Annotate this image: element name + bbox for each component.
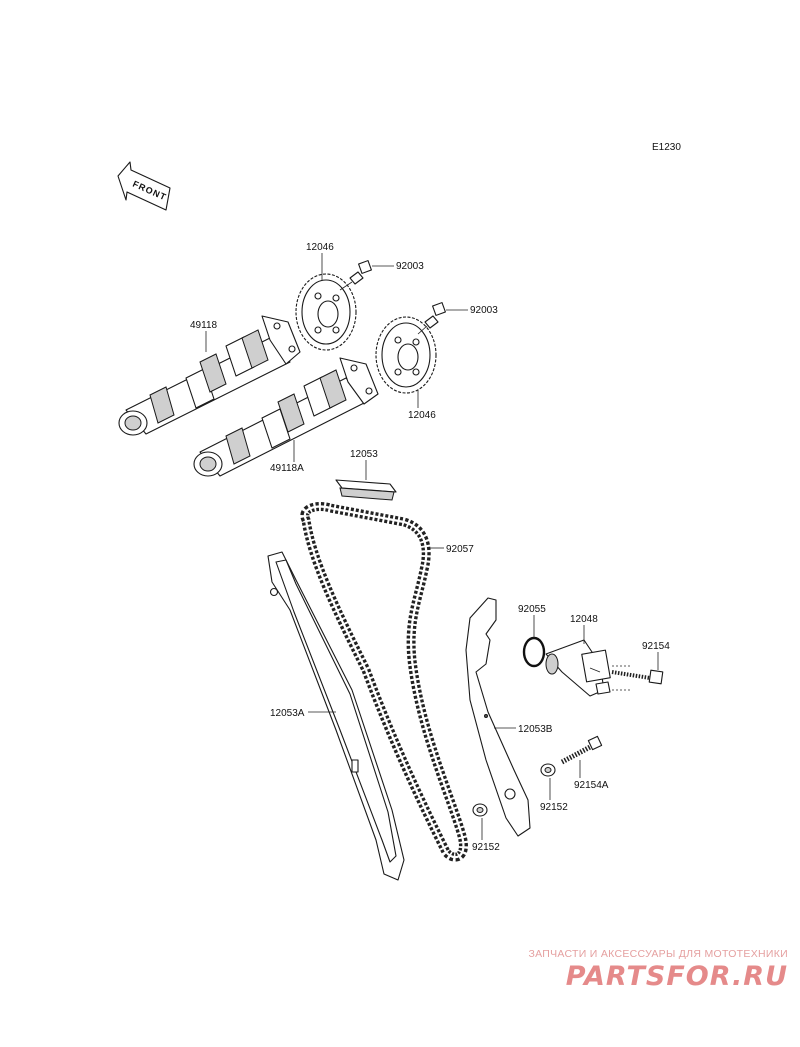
watermark-tagline: ЗАПЧАСТИ И АКСЕССУАРЫ ДЛЯ МОТОТЕХНИКИ (528, 948, 788, 960)
label-collar-right: 92152 (540, 802, 568, 813)
label-sprocket-lower: 12046 (408, 410, 436, 421)
oring-part (522, 636, 546, 668)
tensioner-part (545, 639, 611, 697)
guide-right-part (465, 597, 531, 837)
label-guide-left: 12053A (270, 708, 305, 719)
label-guide-right: 12053B (518, 724, 553, 735)
collar-left-part (472, 803, 488, 817)
label-camshaft-a: 49118A (270, 463, 304, 474)
label-bolt-mid: 92003 (470, 305, 498, 316)
camshaft-b-part (118, 315, 301, 436)
diagram-ref-code: E1230 (652, 142, 681, 153)
guide-top-part (335, 479, 397, 501)
front-arrow-icon: FRONT (117, 161, 171, 211)
cam-chain-part (300, 502, 468, 862)
label-collar-left: 92152 (472, 842, 500, 853)
label-chain: 92057 (446, 544, 474, 555)
bolt-mid-part (417, 302, 446, 335)
label-tensioner: 12048 (570, 614, 598, 625)
watermark-logo: PARTSFOR.RU (565, 961, 788, 992)
camshaft-a-part (193, 357, 379, 477)
tensioner-bolt-part (611, 665, 664, 691)
label-sprocket-top: 12046 (306, 242, 334, 253)
guide-left-part (267, 551, 405, 881)
label-oring: 92055 (518, 604, 546, 615)
label-bolt-top: 92003 (396, 261, 424, 272)
label-camshaft-b: 49118 (190, 320, 218, 331)
watermark: ЗАПЧАСТИ И АКСЕССУАРЫ ДЛЯ МОТОТЕХНИКИ PA… (488, 948, 788, 992)
label-guide-top: 12053 (350, 449, 378, 460)
sprocket-lower-part (375, 316, 437, 394)
sprocket-top-part (295, 273, 357, 351)
label-tensioner-bolt: 92154 (642, 641, 670, 652)
collar-right-part (540, 763, 556, 777)
bolt-top-part (339, 260, 372, 291)
label-bolt-long: 92154A (574, 780, 609, 791)
bolt-long-part (560, 735, 603, 765)
